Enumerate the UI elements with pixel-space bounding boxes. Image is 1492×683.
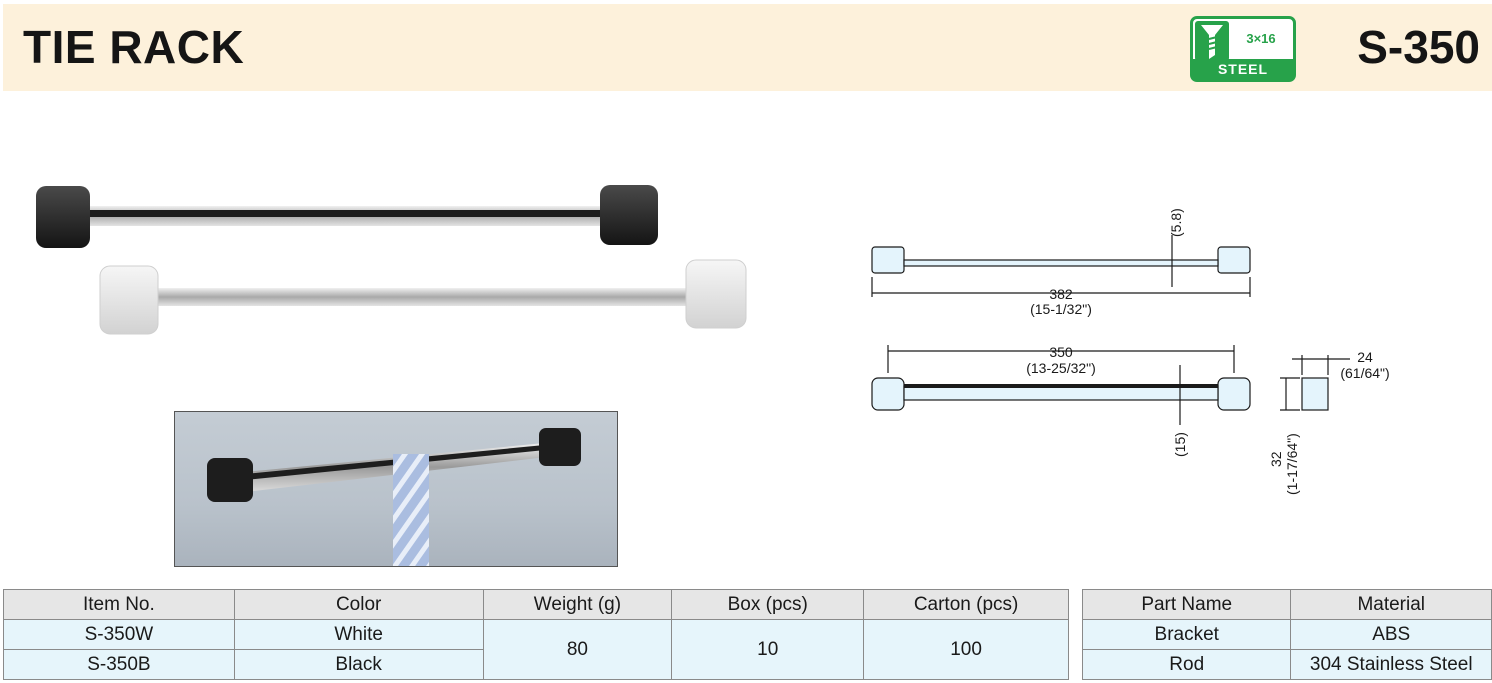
screw-size: 3×16 (1246, 31, 1276, 46)
spec-table: Item No. Color Weight (g) Box (pcs) Cart… (3, 589, 1069, 680)
cell-weight: 80 (482, 619, 673, 680)
dim-rod-thin: (5.8) (1168, 208, 1184, 237)
table-header-row: Part Name Material (1081, 589, 1492, 620)
screw-icon (1195, 21, 1229, 61)
cell-material: 304 Stainless Steel (1290, 649, 1492, 680)
header-color: Color (233, 589, 484, 620)
usage-photo (174, 411, 618, 567)
cell-carton: 100 (863, 619, 1069, 680)
model-number: S-350 (1357, 21, 1480, 73)
dim-height: 32 (1268, 451, 1284, 467)
cell-part: Rod (1081, 649, 1292, 680)
material-badge: 3×16 STEEL (1190, 16, 1296, 82)
white-tie-rack (99, 259, 747, 335)
dim-overall-inch: (15-1/32") (1030, 301, 1092, 317)
table-row: Rod 304 Stainless Steel (1081, 649, 1492, 680)
dim-pitch-inch: (13-25/32") (1026, 360, 1096, 376)
cell-box: 10 (671, 619, 865, 680)
cell-color: White (233, 619, 484, 650)
dim-rod: (15) (1172, 432, 1188, 457)
material-table: Part Name Material Bracket ABS Rod 304 S… (1081, 589, 1492, 680)
table-row: S-350W White 80 10 100 (3, 619, 1069, 680)
dim-height-inch: (1-17/64") (1284, 433, 1300, 495)
header-box: Box (pcs) (671, 589, 865, 620)
dim-overall: 382 (1049, 286, 1073, 302)
cell-item: S-350W (3, 619, 235, 650)
header-material: Material (1290, 589, 1492, 620)
table-row: Bracket ABS (1081, 619, 1492, 650)
header-carton: Carton (pcs) (863, 589, 1069, 620)
dim-depth-inch: (61/64") (1340, 365, 1389, 381)
header-band: TIE RACK 3×16 STEEL S-350 (3, 4, 1492, 91)
page-title: TIE RACK (23, 21, 245, 73)
dim-depth: 24 (1357, 349, 1373, 365)
product-photo (36, 185, 747, 335)
cell-item: S-350B (3, 649, 235, 680)
cell-color: Black (233, 649, 484, 680)
header-part-name: Part Name (1081, 589, 1292, 620)
header-item-no: Item No. (3, 589, 235, 620)
header-weight: Weight (g) (482, 589, 673, 620)
cell-part: Bracket (1081, 619, 1292, 650)
dim-pitch: 350 (1049, 344, 1073, 360)
cell-material: ABS (1290, 619, 1492, 650)
black-tie-rack (36, 185, 658, 248)
table-header-row: Item No. Color Weight (g) Box (pcs) Cart… (3, 589, 1069, 620)
dimension-drawing: 382 (15-1/32") 350 (13-25/32") (5.8) (15… (871, 208, 1390, 495)
table-row: S-350B Black (3, 649, 1069, 680)
badge-material-label: STEEL (1193, 59, 1293, 79)
